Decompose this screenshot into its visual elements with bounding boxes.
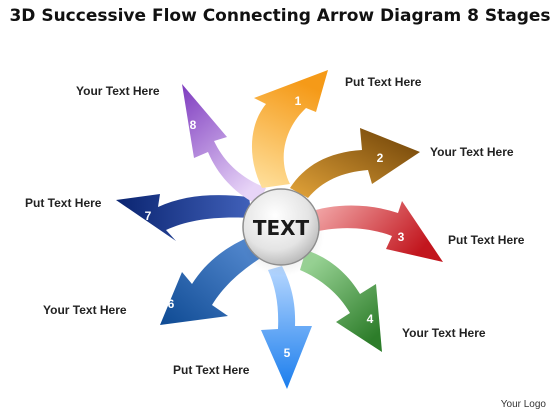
stage-number-8: 8: [190, 118, 197, 132]
hub-circle: [242, 188, 320, 266]
arrow-5: [261, 266, 312, 389]
arrow-4: [300, 250, 382, 352]
stage-label-3: Put Text Here: [448, 233, 525, 247]
stage-label-2: Your Text Here: [430, 145, 514, 159]
arrow-1: [251, 70, 328, 188]
logo-text: Your Logo: [500, 399, 546, 410]
stage-number-7: 7: [145, 209, 152, 223]
stage-label-7: Put Text Here: [25, 196, 102, 210]
stage-number-5: 5: [284, 346, 291, 360]
stage-label-8: Your Text Here: [76, 84, 160, 98]
stage-number-4: 4: [367, 312, 374, 326]
stage-label-4: Your Text Here: [402, 326, 486, 340]
stage-label-1: Put Text Here: [345, 75, 422, 89]
stage-number-2: 2: [377, 151, 384, 165]
hub-text: TEXT: [253, 216, 310, 240]
stage-label-6: Your Text Here: [43, 303, 127, 317]
stage-number-1: 1: [295, 94, 302, 108]
arrow-2: [290, 128, 420, 198]
stage-number-3: 3: [398, 230, 405, 244]
diagram-title: 3D Successive Flow Connecting Arrow Diag…: [9, 6, 551, 26]
arrow-3: [306, 201, 443, 262]
arrow-8: [182, 84, 266, 205]
stage-label-5: Put Text Here: [173, 363, 250, 377]
stage-number-6: 6: [168, 297, 175, 311]
arrow-6: [160, 235, 265, 325]
arrow-7: [116, 194, 252, 241]
